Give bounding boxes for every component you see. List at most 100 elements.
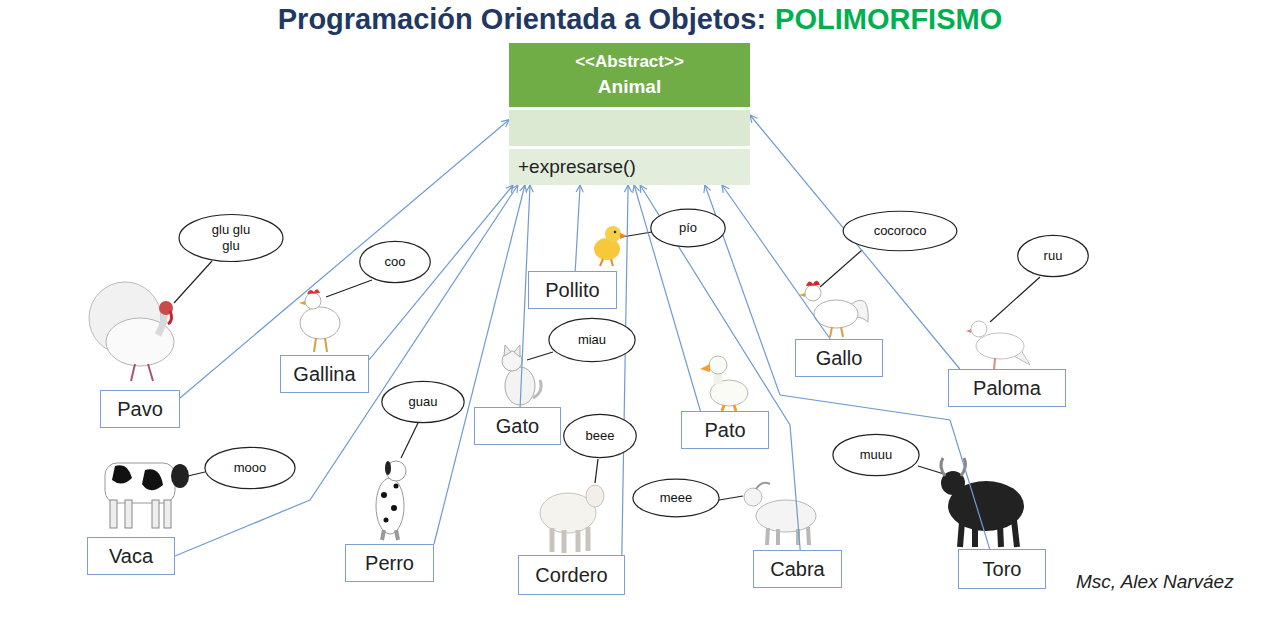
method-text: +expresarse(): [518, 156, 636, 178]
lamb-picture: [540, 485, 604, 553]
goat-picture: [744, 483, 816, 545]
speech-bubble: cocoroco: [842, 210, 958, 252]
drawing-part: [709, 356, 727, 374]
inheritance-arrow: [722, 185, 830, 339]
drawing-part: [820, 250, 862, 287]
cow-picture: [105, 463, 189, 528]
drawing-part: [972, 524, 978, 547]
sound-text: ruu: [1044, 248, 1063, 264]
chick-picture: [594, 226, 627, 266]
drawing-part: [814, 300, 858, 328]
drawing-part: [514, 345, 520, 357]
drawing-part: [391, 505, 397, 511]
class-name: Gallina: [293, 363, 355, 386]
class-name: Pavo: [117, 398, 163, 421]
inheritance-arrow: [175, 185, 518, 556]
class-name: Cabra: [770, 558, 824, 581]
class-name: Pato: [704, 419, 745, 442]
drawing-part: [401, 423, 418, 458]
drawing-part: [586, 485, 604, 507]
drawing-part: [533, 380, 541, 398]
class-box: Toro: [958, 549, 1046, 589]
speech-bubble: mooo: [204, 446, 296, 490]
bubble-ellipse: [360, 241, 431, 282]
drawing-part: [164, 500, 171, 528]
drawing-part: [326, 280, 372, 297]
speech-bubble: glu glu glu: [178, 213, 284, 263]
sound-text: miau: [578, 332, 606, 348]
stereotype-text: <<Abstract>>: [575, 51, 684, 74]
drawing-part: [756, 483, 770, 489]
diagram-title: Programación Orientada a Objetos:: [278, 3, 766, 35]
bubble-ellipse: [633, 479, 719, 517]
inheritance-arrow: [622, 185, 628, 555]
bubble-ellipse: [205, 447, 295, 488]
drawing-part: [941, 458, 945, 476]
drawing-part: [394, 484, 399, 489]
bubble-ellipse: [179, 215, 283, 262]
class-header: <<Abstract>>Animal: [509, 43, 750, 107]
drawing-part: [808, 527, 809, 545]
drawing-part: [385, 461, 391, 475]
title-row: Programación Orientada a Objetos: POLIMOR…: [0, 3, 1280, 36]
drawing-part: [830, 327, 832, 337]
class-box: Perro: [345, 544, 434, 582]
drawing-part: [966, 329, 971, 333]
drawing-part: [174, 261, 212, 303]
drawing-part: [386, 461, 406, 481]
drawing-part: [719, 496, 743, 500]
inheritance-arrow: [575, 185, 580, 271]
class-name: Gato: [496, 415, 539, 438]
sound-text: mooo: [234, 460, 267, 476]
class-box: Gallo: [795, 339, 883, 377]
class-box: Pato: [681, 411, 769, 449]
class-box: Vaca: [87, 537, 175, 575]
drawing-part: [990, 277, 1040, 322]
uml-class-box: <<Abstract>>Animal +expresarse(): [509, 43, 750, 185]
author-label: Msc, Alex Narváez: [1076, 571, 1234, 593]
title-highlight: POLIMORFISMO: [775, 3, 1002, 35]
drawing-part: [605, 226, 621, 242]
drawing-part: [1000, 524, 1001, 547]
drawing-part: [396, 530, 398, 540]
drawing-part: [188, 472, 205, 476]
drawing-part: [806, 281, 820, 286]
drawing-part: [504, 345, 511, 356]
duck-picture: [700, 356, 748, 411]
drawing-part: [550, 528, 555, 552]
drawing-part: [168, 311, 172, 324]
drawing-part: [171, 464, 189, 488]
class-name: Paloma: [973, 377, 1041, 400]
dove-picture: [966, 321, 1030, 370]
speech-bubble: miau: [548, 317, 636, 363]
speech-bubble: coo: [359, 240, 431, 284]
drawing-part: [384, 518, 389, 523]
class-name: Perro: [365, 552, 414, 575]
drawing-part: [305, 293, 321, 309]
sound-text: glu glu glu: [203, 222, 259, 253]
drawing-part: [142, 469, 163, 490]
drawing-part: [971, 321, 987, 337]
inheritance-arrow: [750, 115, 960, 369]
drawing-part: [576, 530, 581, 552]
speech-bubble: muuu: [832, 433, 920, 477]
bubble-ellipse: [382, 381, 464, 422]
class-name: Cordero: [535, 564, 607, 587]
drawing-part: [152, 500, 159, 528]
drawing-part: [767, 528, 768, 545]
class-box: Pavo: [100, 390, 180, 428]
class-name: Vaca: [109, 545, 153, 568]
inheritance-arrow: [180, 120, 509, 398]
drawing-part: [148, 364, 153, 381]
drawing-part: [1014, 520, 1017, 547]
class-box: Gallina: [280, 355, 369, 393]
class-box: Pollito: [528, 271, 617, 309]
drawing-part: [376, 478, 404, 534]
hen-picture: [299, 289, 340, 352]
sound-text: muuu: [860, 447, 893, 463]
class-box: Paloma: [948, 369, 1066, 407]
drawing-part: [300, 307, 340, 339]
drawing-part: [314, 338, 316, 352]
class-name: Gallo: [816, 347, 863, 370]
drawing-part: [611, 259, 613, 266]
